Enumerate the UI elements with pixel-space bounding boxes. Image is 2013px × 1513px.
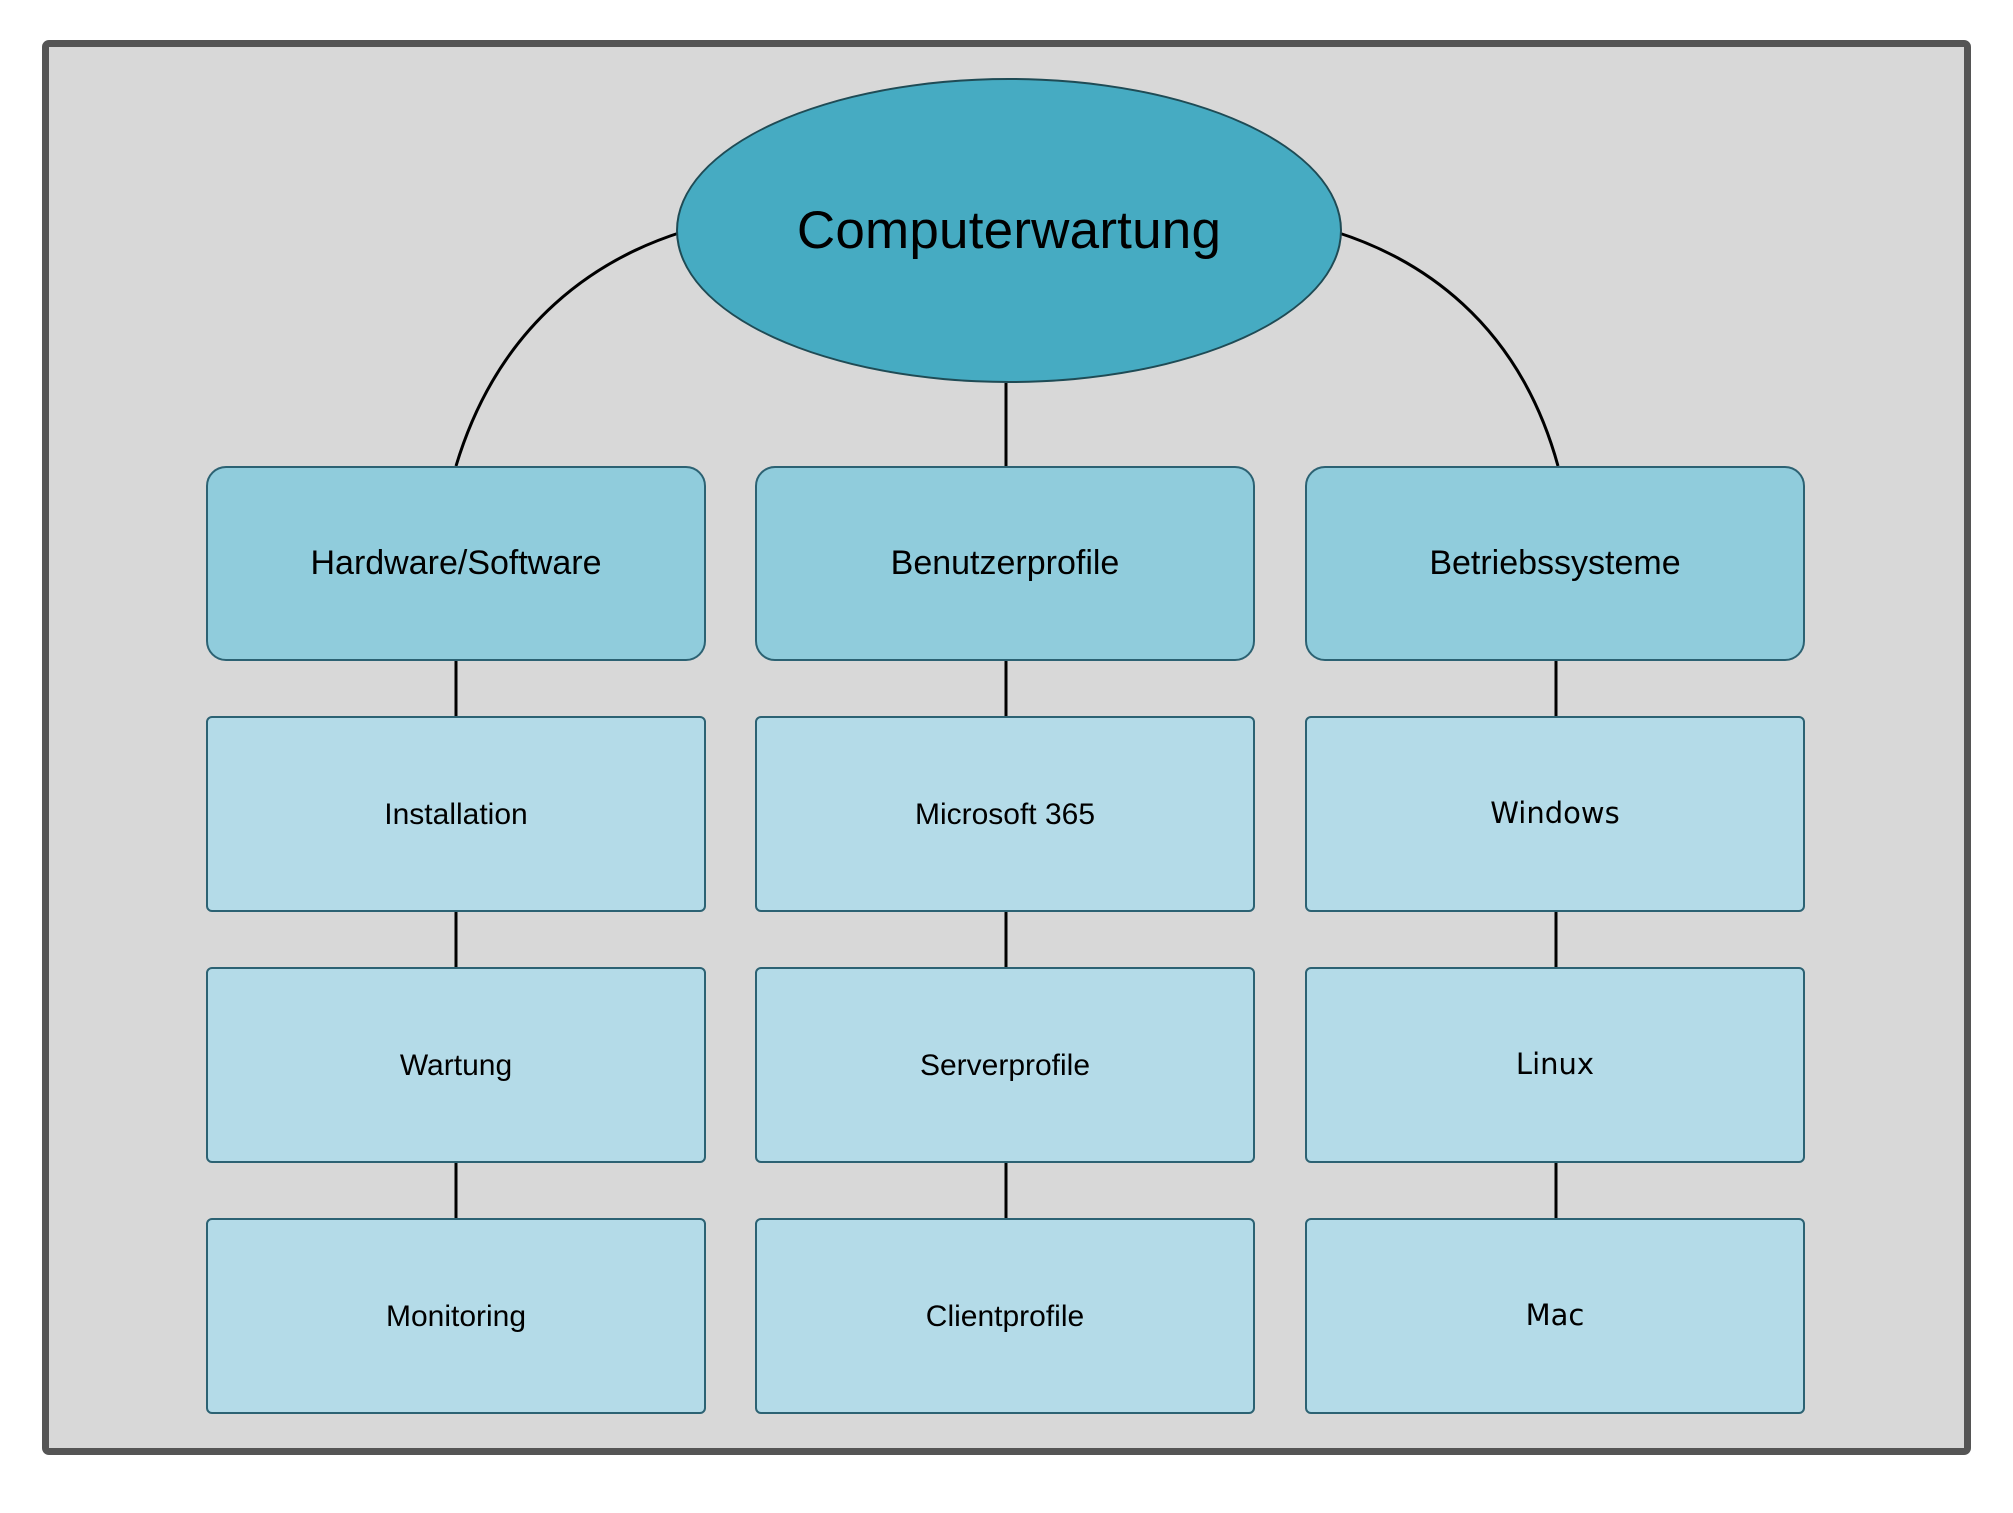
leaf-node-label: Serverprofile (919, 1048, 1091, 1082)
leaf-node-label: Windows (1490, 796, 1620, 831)
leaf-node-windows[interactable]: Windows (1305, 716, 1805, 912)
branch-node-benutzerprofile[interactable]: Benutzerprofile (755, 466, 1255, 661)
leaf-node-label: Installation (384, 797, 528, 831)
leaf-node-wartung[interactable]: Wartung (206, 967, 706, 1163)
leaf-node-label: Mac (1525, 1298, 1585, 1333)
branch-column-benutzerprofile: Benutzerprofile Microsoft 365 Serverprof… (755, 466, 1255, 1414)
root-node-computerwartung[interactable]: Computerwartung (676, 78, 1342, 383)
branch-node-label: Hardware/Software (310, 543, 602, 582)
branch-node-label: Betriebssysteme (1429, 543, 1681, 582)
leaf-node-label: Monitoring (385, 1299, 527, 1333)
root-node-label: Computerwartung (796, 200, 1222, 260)
branch-column-hardware-software: Hardware/Software Installation Wartung M… (206, 466, 706, 1414)
leaf-node-serverprofile[interactable]: Serverprofile (755, 967, 1255, 1163)
leaf-node-microsoft-365[interactable]: Microsoft 365 (755, 716, 1255, 912)
leaf-node-label: Microsoft 365 (914, 797, 1096, 831)
leaf-node-label: Clientprofile (925, 1299, 1085, 1333)
leaf-node-mac[interactable]: Mac (1305, 1218, 1805, 1414)
leaf-node-linux[interactable]: Linux (1305, 967, 1805, 1163)
leaf-node-label: Linux (1515, 1047, 1595, 1082)
leaf-node-clientprofile[interactable]: Clientprofile (755, 1218, 1255, 1414)
branch-node-hardware-software[interactable]: Hardware/Software (206, 466, 706, 661)
leaf-node-installation[interactable]: Installation (206, 716, 706, 912)
branch-column-betriebssysteme: Betriebssysteme Windows Linux Mac (1305, 466, 1805, 1414)
leaf-node-monitoring[interactable]: Monitoring (206, 1218, 706, 1414)
branch-node-betriebssysteme[interactable]: Betriebssysteme (1305, 466, 1805, 661)
branch-node-label: Benutzerprofile (890, 543, 1120, 582)
leaf-node-label: Wartung (399, 1048, 513, 1082)
